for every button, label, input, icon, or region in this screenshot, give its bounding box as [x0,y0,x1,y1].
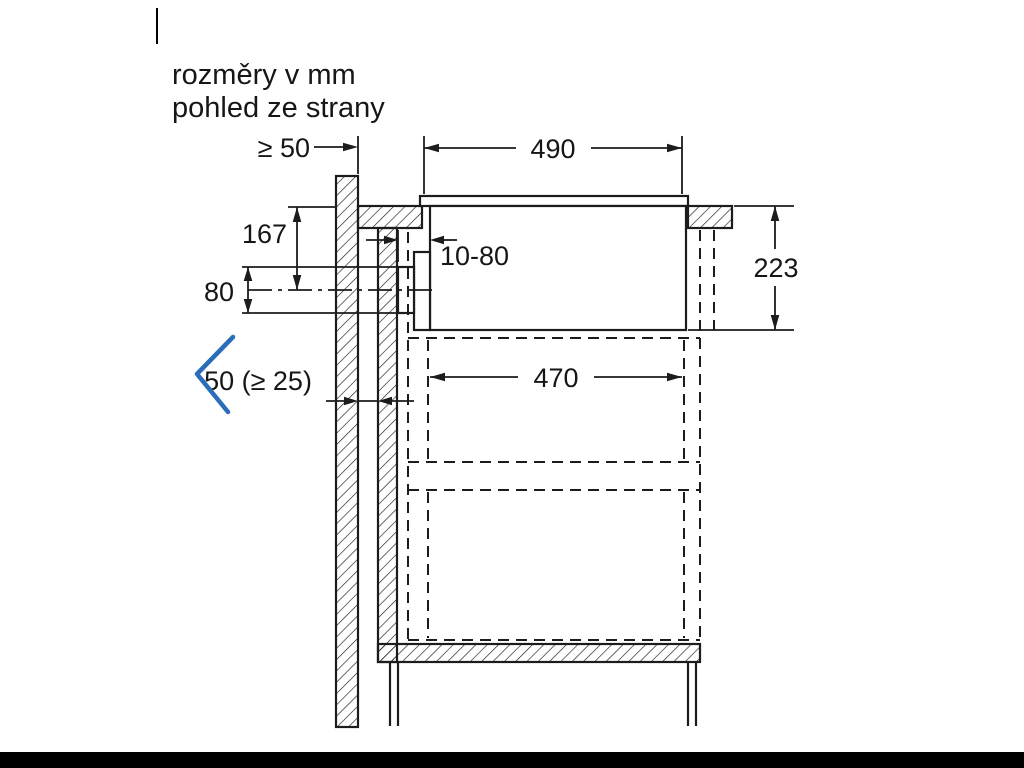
cabinet-bottom-panel [376,642,702,664]
drawing-title-line2: pohled ze strany [172,92,385,124]
arrowhead [243,267,253,281]
arrowhead [770,206,780,221]
blue-check-annotation [194,334,236,415]
dim-min-wall-clearance-label: ≥ 50 [258,133,310,163]
arrowhead [384,235,398,245]
downdraft-box [428,204,688,332]
dim-cutout-width: 490 [423,134,683,194]
frame-artifacts [0,8,1024,768]
arrowhead [243,299,253,313]
dim-duct-adjust-label: 10-80 [440,241,509,271]
arrowhead [667,143,682,153]
arrowhead [343,142,358,152]
dim-cutout-width-label: 490 [530,134,575,164]
arrowhead [667,372,682,382]
worktop [356,204,734,230]
air-duct [396,250,432,332]
drawing-title-line1: rozměry v mm [172,59,356,91]
worktop-right-section [686,204,734,230]
dim-appliance-depth: 223 [688,205,799,331]
arrowhead [292,275,302,290]
letterbox-bottom [0,752,1024,768]
arrowhead [424,143,439,153]
dim-rear-gap-label: 50 (≥ 25) [204,366,312,396]
arrowhead [770,315,780,330]
dim-outlet-center-label: 167 [242,219,287,249]
dim-cabinet-inner-width: 470 [430,363,682,393]
dim-duct-adjust: 10-80 [366,230,509,271]
dim-appliance-depth-label: 223 [753,253,798,283]
arrowhead [430,235,444,245]
wall-section [334,174,360,729]
cabinet-dashed-outline [407,230,715,641]
arrowhead [378,396,392,406]
arrowhead [292,207,302,222]
worktop-left-section [356,204,424,230]
dim-outlet-height: 80 [204,266,396,314]
arrowhead [344,396,358,406]
dim-rear-gap: 50 (≥ 25) [204,366,414,406]
arrowhead [430,372,445,382]
dim-outlet-height-label: 80 [204,277,234,307]
cabinet-side-panel [376,226,399,664]
dim-cabinet-inner-width-label: 470 [533,363,578,393]
hob-top-panel [418,194,690,208]
plinth-legs [388,662,698,726]
dim-min-wall-clearance: ≥ 50 [258,133,359,174]
dim-outlet-center: 167 [242,206,336,290]
